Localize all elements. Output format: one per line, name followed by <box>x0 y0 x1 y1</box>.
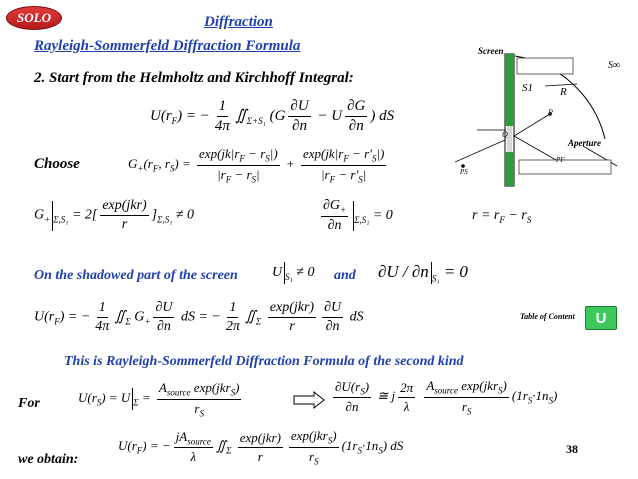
page-title: Diffraction <box>204 14 273 30</box>
diagram-r-label: R <box>560 86 567 98</box>
diagram-aperture-label: Aperture <box>568 138 602 148</box>
subtitle: Rayleigh-Sommerfeld Diffraction Formula <box>34 38 301 54</box>
conclusion-text: This is Rayleigh-Sommerfeld Diffraction … <box>64 354 464 369</box>
diagram-s-infinity-label: S∞ <box>608 60 621 71</box>
diagram-screen-label: Screen <box>478 46 504 56</box>
equation-g-plus: G+(rF, rS) = exp(jk|rF − rS|)|rF − rS| +… <box>128 146 387 185</box>
equation-r-def: r = rF − rS <box>472 208 532 225</box>
table-of-content-button[interactable]: U <box>585 306 617 330</box>
shadow-text: On the shadowed part of the screen <box>34 268 238 283</box>
page-number: 38 <box>566 442 578 456</box>
diagram-p-label: P <box>548 108 553 117</box>
diagram-ps-label: PS <box>460 168 468 176</box>
and-label: and <box>334 268 356 283</box>
diffraction-diagram <box>455 53 618 187</box>
diagram-s1-label: S1 <box>522 82 533 94</box>
equation-g-boundary: G+Σ,S₁ = 2[exp(jkr)r]Σ,S₁ ≠ 0 <box>34 198 195 232</box>
we-obtain-label: we obtain: <box>18 452 79 467</box>
choose-label: Choose <box>34 156 80 172</box>
step-text: 2. Start from the Helmholtz and Kirchhof… <box>34 70 354 86</box>
implies-arrow <box>292 390 326 415</box>
toc-label: Table of Content <box>520 312 575 321</box>
diagram-q-label: Q <box>502 130 508 139</box>
diagram-pf-label: PF <box>556 156 565 164</box>
solo-badge: SOLO <box>6 6 62 30</box>
for-label: For <box>18 396 40 411</box>
